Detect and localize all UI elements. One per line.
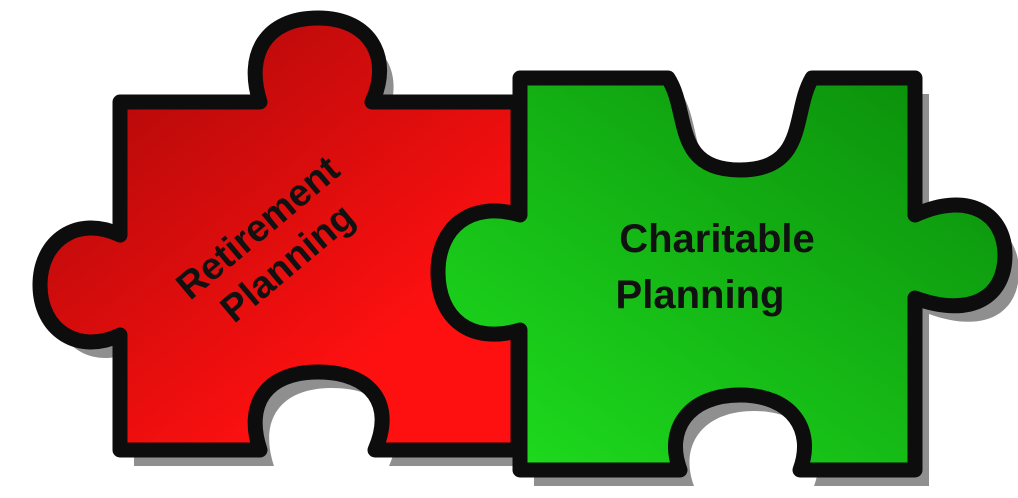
charitable-planning-piece [430, 70, 1013, 478]
charitable-label-line-2: Planning [616, 273, 785, 317]
charitable-label-line-1: Charitable [619, 217, 815, 261]
charitable-label-group: Charitable Planning [616, 217, 815, 317]
